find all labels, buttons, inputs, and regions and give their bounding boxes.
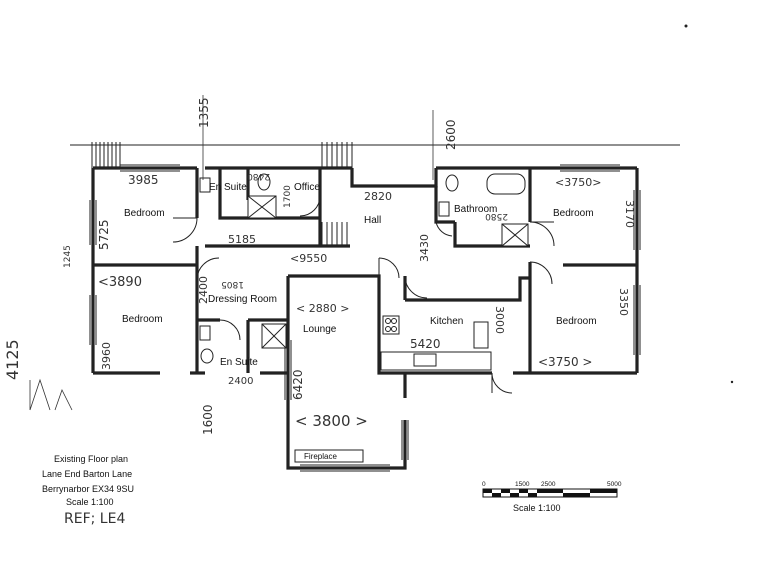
- dimension-annotations: 1355 2600 3985 5725 5185 2820 3430 <3750…: [3, 95, 636, 435]
- dim-3170: 3170: [623, 200, 636, 228]
- room-label-kitchen: Kitchen: [430, 316, 463, 327]
- room-label-bedroom-nw: Bedroom: [124, 208, 165, 219]
- basin-bathroom: [438, 201, 450, 217]
- steps-hatching-office: [321, 222, 348, 246]
- room-label-hall: Hall: [364, 215, 381, 226]
- note-line-1: Existing Floor plan: [54, 454, 128, 464]
- dim-1805: 1805: [221, 279, 244, 289]
- room-label-bedroom-ne: Bedroom: [553, 208, 594, 219]
- dim-2580: 2580: [485, 211, 508, 221]
- dim-5420: 5420: [410, 337, 441, 351]
- room-label-fireplace: Fireplace: [304, 452, 337, 461]
- kitchen-sink: [413, 353, 437, 367]
- toilet-ensuite-top: [257, 173, 271, 191]
- toilet-bathroom: [445, 174, 459, 192]
- dim-2400b: 2400: [228, 376, 253, 387]
- windows: [89, 164, 641, 472]
- steps-hatching-middle: [321, 142, 353, 168]
- scale-tick-2500: 2500: [541, 481, 556, 488]
- dim-2480: 2480: [247, 171, 270, 181]
- dim-9550: <9550: [290, 252, 327, 265]
- dim-3750-top: <3750>: [555, 176, 601, 189]
- dim-3960: 3960: [100, 342, 113, 370]
- scale-bar: 0 1500 2500 5000 Scale 1:100: [482, 481, 622, 513]
- dim-3750-bottom: <3750 >: [538, 355, 592, 369]
- dim-4125: 4125: [3, 339, 22, 380]
- dim-1700: 1700: [283, 185, 293, 208]
- ref-label: REF; LE4: [64, 511, 125, 527]
- note-line-2: Lane End Barton Lane: [42, 469, 132, 479]
- doors: [172, 195, 555, 394]
- fireplace-box: [294, 449, 364, 463]
- dim-1245: 1245: [63, 245, 73, 268]
- dim-3985: 3985: [128, 173, 159, 187]
- room-label-lounge: Lounge: [303, 324, 337, 335]
- scale-bar-label: Scale 1:100: [513, 503, 561, 513]
- dim-5725: 5725: [97, 219, 111, 250]
- room-label-bedroom-w: Bedroom: [122, 314, 163, 325]
- steps-hatching-left: [91, 142, 121, 168]
- room-label-bathroom: Bathroom: [454, 204, 497, 215]
- room-label-ensuite-top: En Suite: [209, 182, 247, 193]
- dim-3800: < 3800 >: [295, 412, 368, 430]
- basin-ensuite-top: [199, 177, 211, 193]
- hob: [382, 315, 400, 335]
- dim-1600: 1600: [201, 404, 215, 435]
- bathtub: [486, 173, 526, 195]
- toilet-ensuite-bottom: [200, 348, 214, 364]
- title-block: Existing Floor plan Lane End Barton Lane…: [42, 454, 134, 527]
- fixtures: [199, 173, 529, 371]
- room-label-dressing-room: Dressing Room: [208, 294, 277, 305]
- note-line-4: Scale 1:100: [66, 497, 114, 507]
- note-line-3: Berrynarbor EX34 9SU: [42, 484, 134, 494]
- walls: [91, 166, 639, 470]
- fridge: [473, 321, 489, 349]
- room-label-ensuite-bottom: En Suite: [220, 357, 258, 368]
- dim-3000: 3000: [493, 306, 506, 334]
- dim-3430: 3430: [418, 234, 431, 262]
- stray-mark: [730, 380, 734, 384]
- scale-tick-1500: 1500: [515, 481, 530, 488]
- dim-3350: 3350: [617, 288, 630, 316]
- dim-6420: 6420: [291, 369, 305, 400]
- dim-2880: < 2880 >: [296, 302, 349, 315]
- basin-ensuite-bottom: [199, 325, 211, 341]
- dim-2400: 2400: [197, 276, 210, 304]
- dim-5185: 5185: [228, 233, 256, 246]
- dim-3890: <3890: [98, 275, 142, 290]
- scale-tick-0: 0: [482, 481, 486, 488]
- scale-tick-5000: 5000: [607, 481, 622, 488]
- stray-mark: [684, 24, 688, 28]
- dim-2820: 2820: [364, 190, 392, 203]
- room-label-office: Office: [294, 182, 320, 193]
- dim-1355: 1355: [197, 97, 211, 128]
- room-label-bedroom-e: Bedroom: [556, 316, 597, 327]
- dim-2600: 2600: [444, 119, 458, 150]
